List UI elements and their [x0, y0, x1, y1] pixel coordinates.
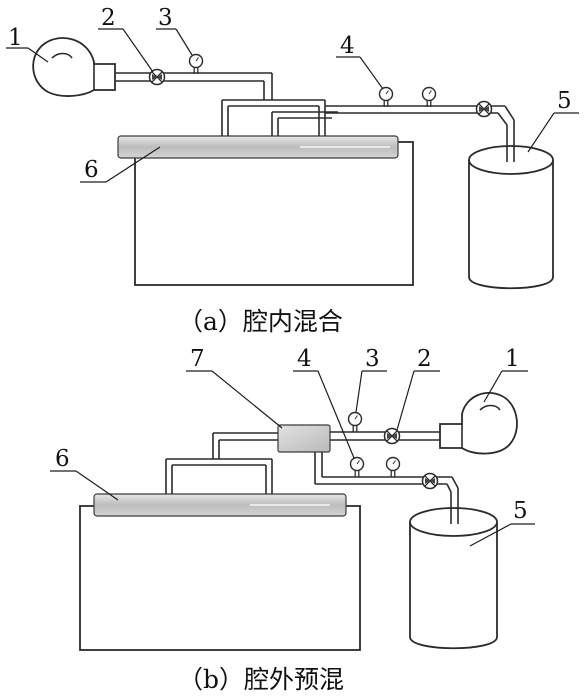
- fan-b: [439, 392, 518, 455]
- valve-gas-b: [421, 472, 439, 490]
- labels-a: 1 2 3 4 5 6: [6, 5, 579, 183]
- labels-b: 7 4 3 2 1 5 6: [50, 346, 535, 547]
- label-valve-a: 2: [101, 5, 116, 31]
- panel-b: 7 4 3 2 1 5 6 （b）腔外预混: [50, 346, 535, 694]
- caption-b: （b）腔外预混: [178, 665, 344, 694]
- label-tank-b: 5: [513, 498, 528, 524]
- label-gauge-b-a: 4: [340, 33, 355, 59]
- label-fan-b: 1: [505, 346, 520, 372]
- valve-b: [383, 427, 401, 445]
- label-mixer-b: 7: [190, 346, 205, 372]
- gas-tank-a: [468, 145, 554, 290]
- chamber-a: [134, 141, 414, 286]
- pressure-gauge-extra-b: [385, 456, 401, 478]
- label-gauge-a: 3: [158, 5, 173, 31]
- label-chamber-a: 6: [84, 157, 99, 183]
- pressure-gauge-a: [188, 53, 204, 75]
- label-gauge-b: 3: [365, 346, 380, 372]
- pressure-gauge-extra-a: [421, 86, 437, 108]
- gas-tank-b: [409, 507, 498, 650]
- pressure-gauge-b: [347, 411, 363, 433]
- caption-a: （a）腔内混合: [178, 307, 343, 336]
- pressure-gauge-4-b: [349, 456, 365, 478]
- supply-pipe-a: [115, 72, 273, 100]
- premixer-b: [277, 424, 331, 453]
- label-chamber-b: 6: [55, 446, 70, 472]
- valve-a: [148, 68, 166, 86]
- panel-a: 1 2 3 4 5 6 （a）腔内混合: [6, 5, 579, 336]
- fan-a: [32, 37, 116, 97]
- heater-bar-b: [93, 493, 347, 517]
- chamber-b: [79, 505, 361, 651]
- valve-gas-a: [475, 100, 493, 118]
- label-valve-b: 2: [417, 346, 432, 372]
- label-fan-a: 1: [8, 25, 23, 51]
- manifold-b: [165, 432, 278, 494]
- label-gauge-b-b: 4: [297, 346, 312, 372]
- label-tank-a: 5: [557, 88, 572, 114]
- heater-bar-a: [117, 135, 399, 159]
- manifold-a: [221, 99, 338, 136]
- pressure-gauge-4-a: [378, 86, 394, 108]
